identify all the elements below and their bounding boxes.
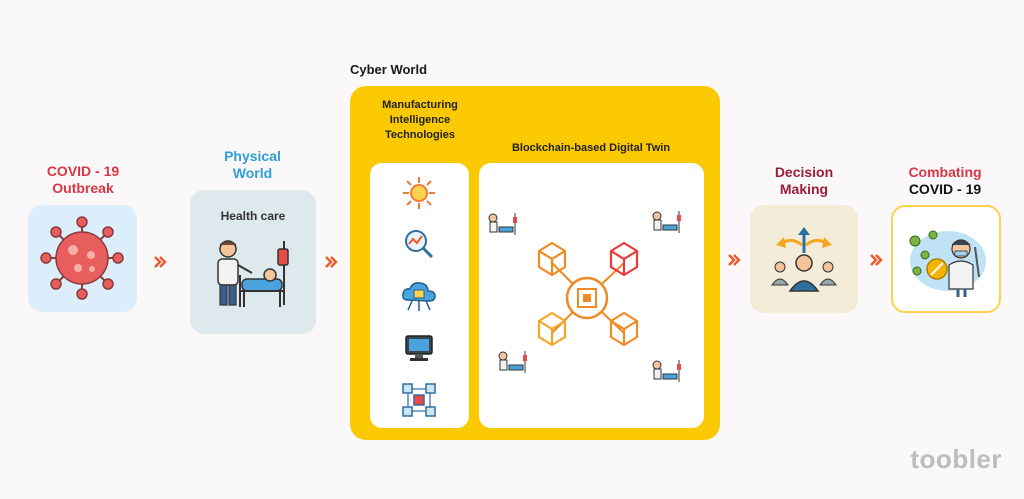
covid-outbreak-label: COVID - 19 Outbreak	[28, 163, 138, 197]
mit-line3: Technologies	[384, 129, 456, 141]
arrow-right-icon	[728, 254, 741, 266]
doctor-fighting-virus-icon	[909, 230, 986, 297]
decision-card	[750, 205, 858, 313]
arrow-right-icon	[870, 254, 883, 266]
combating-line1: Combating	[908, 164, 982, 180]
patient-mini-icon	[652, 360, 681, 382]
physical-world-label: Physical World	[190, 148, 315, 182]
decision-making-label: Decision Making	[750, 164, 858, 198]
decision-making-line2: Making	[779, 181, 829, 197]
analytics-magnifier-icon	[405, 230, 434, 259]
mit-card	[370, 163, 469, 428]
patient-mini-icon	[652, 211, 681, 233]
physical-world-line1: Physical	[224, 148, 281, 164]
combating-covid-label: Combating COVID - 19	[890, 164, 1000, 198]
health-care-card: Health care	[190, 190, 316, 334]
toobler-logo: toobler	[910, 444, 1002, 474]
patient-mini-icon	[498, 351, 527, 373]
health-care-label: Health care	[220, 209, 286, 223]
blockchain-network-diagram	[488, 211, 681, 382]
covid-virus-card	[28, 205, 137, 312]
blockchain-cubes-icon	[402, 383, 436, 417]
virus-icon	[40, 216, 124, 300]
central-chip-icon	[565, 276, 609, 320]
covid-outbreak-line1: COVID - 19	[46, 163, 120, 179]
physical-world-line2: World	[232, 165, 273, 181]
cyber-world-title: Cyber World	[350, 62, 428, 77]
digital-twin-card	[479, 163, 704, 428]
combating-card	[891, 205, 1001, 313]
computer-monitor-icon	[405, 335, 433, 361]
mit-label: Manufacturing Intelligence Technologies	[360, 98, 480, 143]
arrow-right-icon	[154, 256, 167, 268]
mit-line1: Manufacturing	[382, 99, 458, 111]
cyber-world-panel: Manufacturing Intelligence Technologies	[350, 86, 720, 440]
decision-people-icon	[771, 227, 837, 292]
mit-line2: Intelligence	[389, 114, 451, 126]
ai-chip-icon	[403, 177, 435, 209]
cloud-network-icon	[402, 282, 436, 311]
patient-mini-icon	[488, 213, 517, 235]
patient-bed-icon	[217, 240, 289, 307]
covid-outbreak-line2: Outbreak	[52, 180, 114, 196]
combating-line2: COVID - 19	[908, 181, 982, 197]
arrow-right-icon	[325, 256, 338, 268]
bdt-title: Blockchain-based Digital Twin	[511, 142, 671, 154]
decision-making-line1: Decision	[774, 164, 834, 180]
